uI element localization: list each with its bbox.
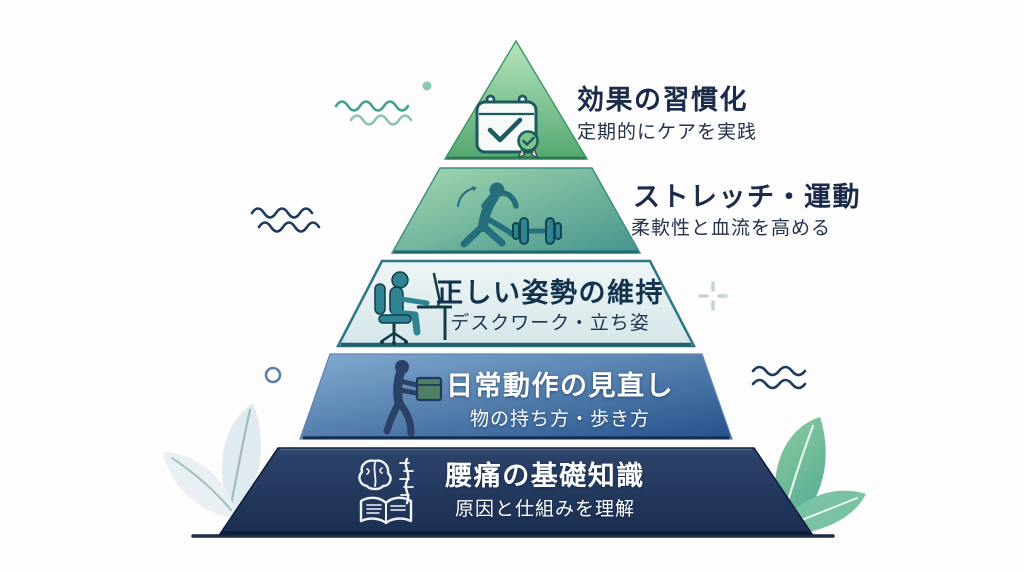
wave-line: [250, 207, 314, 219]
level-3-shape: [335, 259, 697, 348]
level-2-subtitle: 柔軟性と血流を高める: [631, 218, 832, 239]
level-4-subtitle: 物の持ち方・歩き方: [469, 409, 650, 430]
level-5-title: 腰痛の基礎知識: [445, 461, 645, 491]
dot-icon: [422, 81, 432, 91]
leaf-midrib: [228, 408, 252, 512]
pyramid-level-3: [335, 259, 697, 348]
wave-line: [349, 114, 413, 126]
level-3-title: 正しい姿勢の維持: [436, 278, 664, 308]
pyramid-level-2: [390, 167, 642, 254]
leaf-icon: [163, 452, 236, 518]
leaf-midrib: [170, 456, 233, 512]
level-1-subtitle: 定期的にケアを実践: [577, 122, 758, 143]
wave-lines-icon: [250, 207, 321, 233]
brain-spine-book-icon: [358, 457, 414, 525]
level-2-shape: [390, 167, 642, 254]
plus-sparkle-icon: [698, 281, 728, 311]
level-1-title: 効果の習慣化: [577, 85, 748, 115]
dumbbell-icon: [512, 217, 562, 245]
stretch-exercise-icon: [457, 182, 562, 248]
calendar-check-icon: [475, 94, 539, 159]
desk-posture-icon: [374, 271, 452, 345]
level-3-subtitle: デスクワーク・立ち姿: [450, 313, 650, 334]
carrying-box-icon: [383, 360, 443, 437]
wave-line: [751, 365, 807, 377]
wave-lines-icon: [751, 365, 807, 390]
wave-lines-icon: [334, 100, 413, 126]
level-2-title: ストレッチ・運動: [633, 182, 861, 212]
circle-outline-icon: [264, 366, 282, 384]
wave-line: [334, 100, 410, 112]
wave-line: [257, 221, 321, 233]
level-5-subtitle: 原因と仕組みを理解: [454, 499, 635, 520]
level-4-title: 日常動作の見直し: [446, 371, 674, 401]
wave-line: [751, 378, 807, 390]
